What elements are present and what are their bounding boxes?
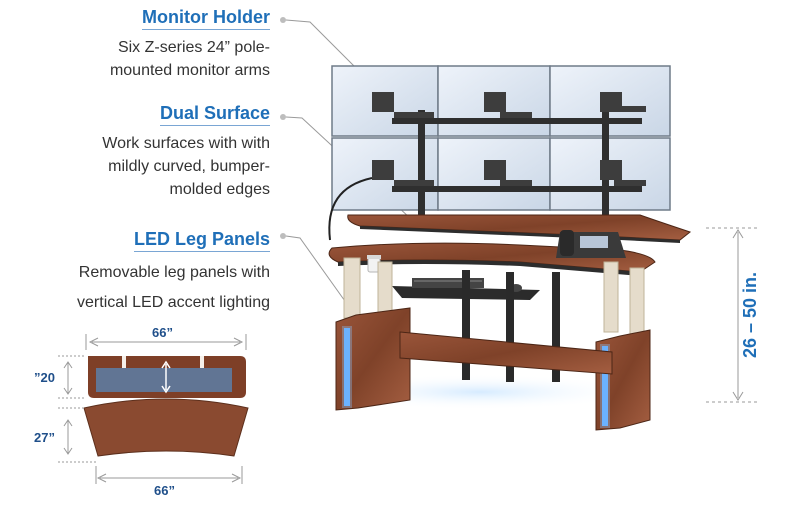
feature-title: Monitor Holder <box>142 6 270 30</box>
keyboard-icon <box>412 278 484 288</box>
desk-phone-icon <box>556 230 626 258</box>
height-range-label: 26 – 50 in. <box>740 271 760 358</box>
top-width-label: 66” <box>152 325 173 340</box>
feature-line: vertical LED accent lighting <box>77 294 270 311</box>
feature-dual-surface: Dual Surface Work surfaces with with mil… <box>102 102 270 201</box>
bottom-depth-label: 27” <box>34 430 55 445</box>
height-dimension <box>706 227 760 403</box>
upper-work-surface <box>347 214 692 243</box>
feature-description: Work surfaces with with mildly curved, b… <box>102 132 270 201</box>
feature-title: Dual Surface <box>159 102 270 126</box>
feature-monitor-holder: Monitor Holder Six Z-series 24” pole- mo… <box>110 6 270 82</box>
feature-line: Removable leg panels with <box>78 264 270 281</box>
feature-line: Work surfaces with with <box>102 135 270 152</box>
feature-line: mildly curved, bumper- <box>108 158 270 175</box>
desk-crossbar <box>399 331 613 375</box>
led-leg-panel <box>335 307 411 411</box>
bottom-width-label: 66” <box>154 483 175 498</box>
feature-line: mounted monitor arms <box>109 62 270 79</box>
top-depth-label: ”20 <box>34 370 55 385</box>
feature-led-leg-panels: LED Leg Panels Removable leg panels with… <box>77 228 270 318</box>
top-view-plan <box>58 334 249 484</box>
monitor-wall <box>328 65 671 241</box>
feature-line: molded edges <box>169 181 270 198</box>
feature-description: Removable leg panels with vertical LED a… <box>77 258 270 318</box>
feature-line: Six Z-series 24” pole- <box>117 39 270 56</box>
led-leg-panel <box>595 329 651 431</box>
feature-title: LED Leg Panels <box>133 228 270 252</box>
feature-description: Six Z-series 24” pole- mounted monitor a… <box>110 36 270 82</box>
